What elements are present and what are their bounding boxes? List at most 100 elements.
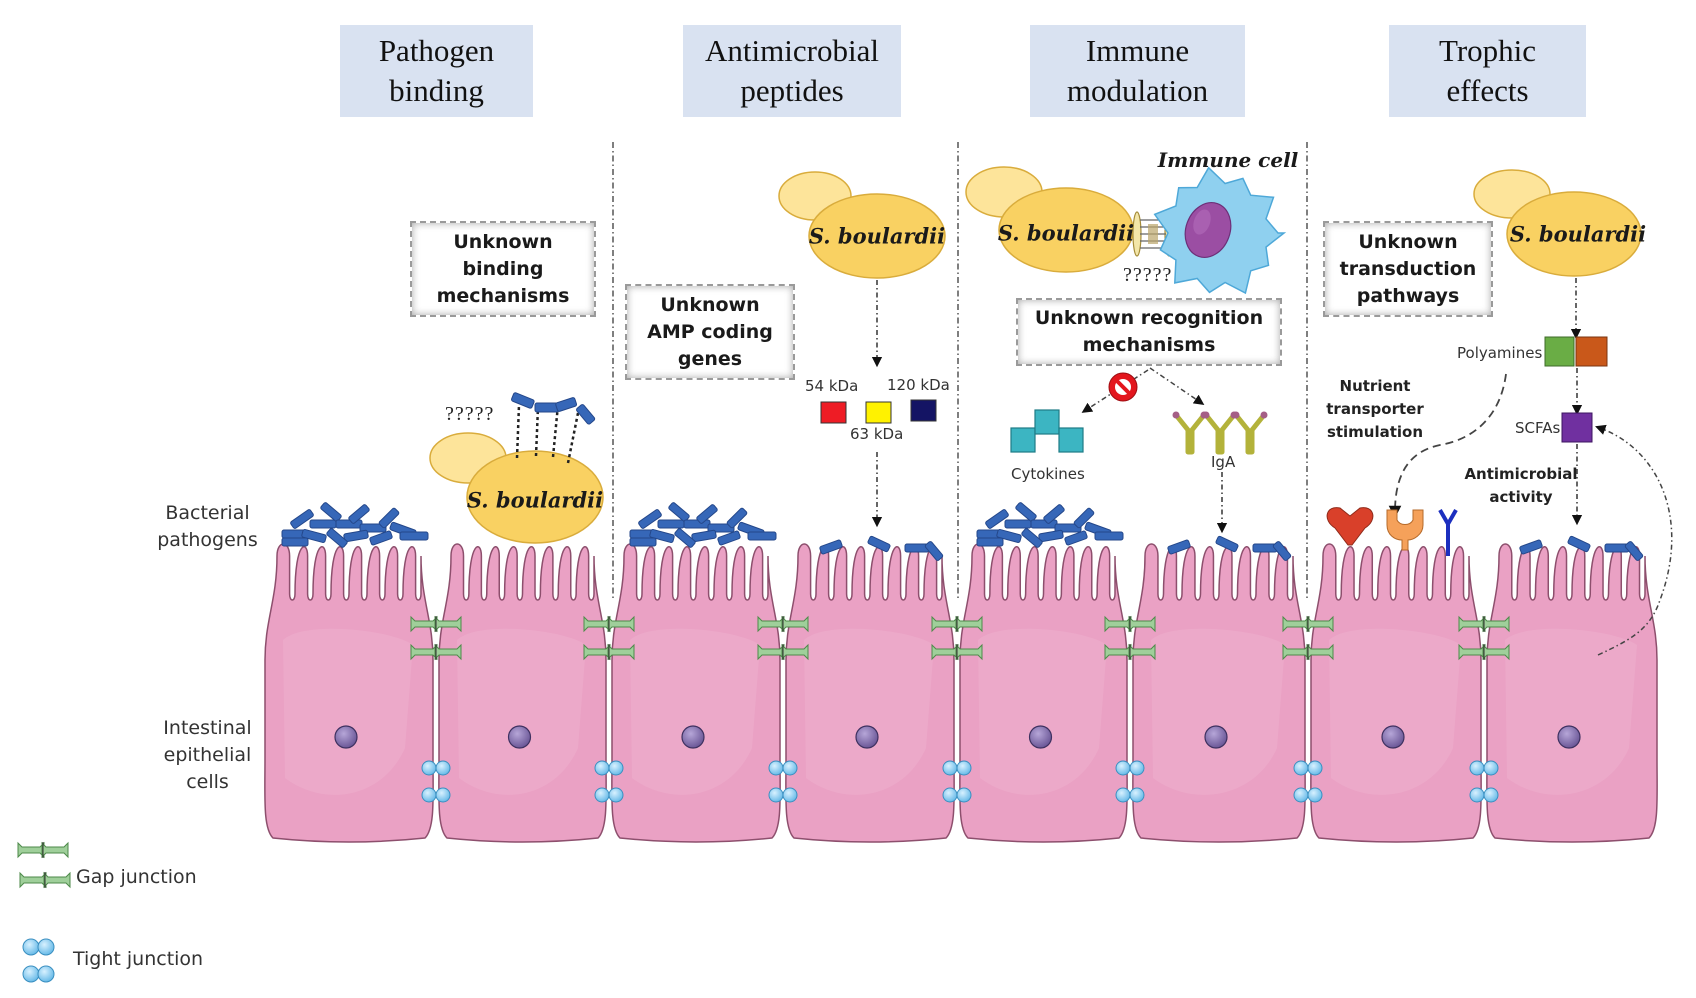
tight-junction-icon	[594, 787, 610, 803]
tight-junction-icon	[768, 760, 784, 776]
yeast-label-binding: S. boulardii	[466, 487, 604, 513]
bacterium	[1038, 529, 1064, 543]
tight-junction-icon	[1483, 787, 1499, 803]
cell-body	[611, 543, 781, 843]
epithelial-cell	[264, 543, 434, 843]
antibody-arm	[1204, 413, 1236, 455]
title-immune-modulation: Immune modulation	[1030, 25, 1245, 117]
nucleus	[1028, 725, 1053, 749]
bacterium	[1624, 541, 1644, 561]
cell-junction	[1104, 615, 1156, 803]
cell-highlight	[283, 628, 413, 795]
cell-junction	[931, 615, 983, 803]
gap-junction-icon	[757, 615, 809, 633]
bacterium	[924, 541, 944, 561]
title-line-1: Antimicrobial	[705, 33, 879, 68]
iga-antibody	[1172, 411, 1208, 455]
nucleus	[334, 725, 358, 749]
cell-junction	[1282, 615, 1334, 803]
label-line: stimulation	[1326, 423, 1424, 441]
antibody-tip	[1260, 411, 1268, 419]
bacterium	[1567, 535, 1591, 553]
bound-pathogens	[511, 392, 596, 425]
pathogen-clusters	[281, 502, 1644, 561]
cell-highlight	[457, 628, 586, 795]
epithelial-cell	[1132, 543, 1306, 843]
gap-junction-icon	[1458, 643, 1510, 661]
title-antimicrobial-peptides: Antimicrobial peptides	[683, 25, 901, 117]
bacterium	[290, 509, 314, 529]
gap-junction-icon	[19, 871, 71, 889]
epithelial-cell	[785, 543, 955, 843]
note-unknown-recognition: Unknown recognition mechanisms	[1016, 298, 1282, 366]
bacterium	[726, 507, 748, 529]
note-line: Unknown	[660, 293, 760, 316]
tight-junction-icon	[782, 787, 798, 803]
bacterium	[657, 519, 685, 529]
note-line: transduction	[1339, 257, 1477, 280]
bacterium	[696, 504, 718, 524]
cell-highlight	[978, 628, 1107, 795]
sparse-pathogens	[1519, 535, 1644, 561]
gap-junction-icon	[410, 643, 462, 661]
amp-yeast	[778, 171, 946, 279]
bacterium	[691, 529, 717, 543]
tight-junction-icon	[956, 760, 972, 776]
sparse-pathogens	[819, 535, 944, 561]
bacterium	[1167, 539, 1191, 555]
cell-junction	[1458, 615, 1510, 803]
note-line: Unknown	[1358, 230, 1458, 253]
title-trophic-effects: Trophic effects	[1389, 25, 1586, 117]
title-line-1: Trophic	[1438, 33, 1537, 68]
label-line: epithelial	[163, 744, 252, 766]
amp-label-63: 63 kDa	[850, 425, 904, 443]
pathogen-cluster	[629, 502, 777, 548]
note-unknown-binding: Unknown binding mechanisms	[410, 221, 596, 317]
antibody-tip	[1232, 411, 1240, 419]
cell-highlight	[1329, 628, 1461, 795]
bacterium	[369, 530, 393, 546]
polyamine-square-orange	[1575, 336, 1608, 367]
nucleus	[1204, 725, 1228, 749]
bacterium	[683, 519, 711, 529]
bacterium	[1015, 502, 1037, 522]
note-line: mechanisms	[436, 284, 570, 307]
amp-protein-square	[865, 401, 892, 424]
bacterium	[320, 502, 342, 522]
label-line: Bacterial	[165, 502, 250, 524]
note-line: binding	[462, 257, 544, 280]
bacterium	[668, 502, 690, 522]
binding-yeast	[429, 432, 604, 544]
legend-gap-junction-icon	[17, 841, 71, 889]
cell-body	[264, 543, 434, 843]
cell-highlight	[804, 628, 934, 795]
bacterium	[717, 530, 741, 546]
title-line-2: peptides	[740, 73, 844, 108]
cell-body	[438, 543, 607, 843]
amp-label-54: 54 kDa	[805, 377, 859, 395]
note-line: mechanisms	[1082, 334, 1216, 356]
epithelial-cells-label: Intestinal epithelial cells	[150, 715, 265, 796]
yeast-label-trophic: S. boulardii	[1509, 221, 1647, 247]
bacterium	[629, 537, 657, 547]
cell-junction	[757, 615, 809, 803]
yeast-cell	[466, 450, 604, 544]
cytokines-label: Cytokines	[1011, 465, 1085, 483]
antibody-arm	[1174, 413, 1206, 455]
feedback-arrow	[1595, 424, 1673, 656]
cell-highlight	[1151, 628, 1285, 795]
amp-protein-square	[820, 401, 847, 424]
gap-junction-icon	[757, 643, 809, 661]
tight-junction-icon	[594, 760, 610, 776]
nutrient-arrow	[1388, 373, 1507, 519]
nutrient-transporters	[1326, 507, 1458, 556]
cell-junction	[410, 615, 462, 803]
epithelial-cell	[438, 543, 607, 843]
label-line: Antimicrobial	[1464, 465, 1578, 483]
pathogen-cluster	[281, 502, 429, 548]
tight-junction-icon	[942, 760, 958, 776]
gap-junction-icon	[410, 615, 462, 633]
tight-junction-icon	[768, 787, 784, 803]
cell-highlight	[630, 628, 760, 795]
gap-junction-icon	[1458, 615, 1510, 633]
